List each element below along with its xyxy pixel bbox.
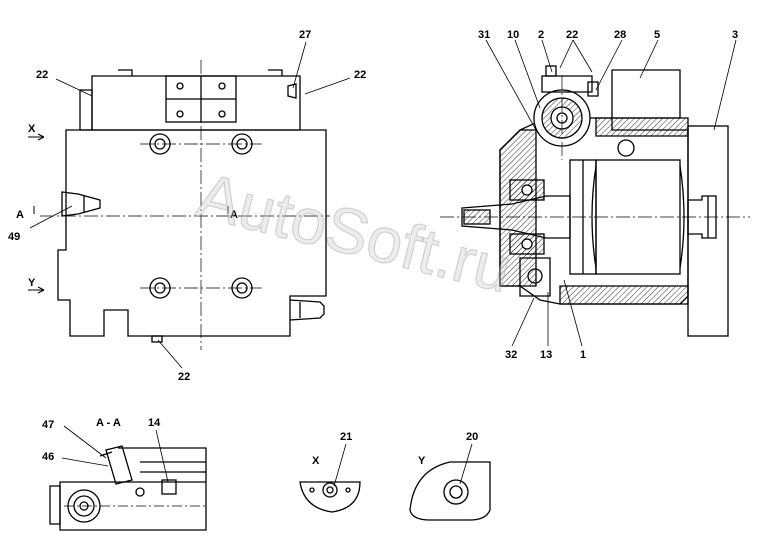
detail-x [299, 443, 361, 513]
callout-right-8: 32 [505, 349, 517, 361]
section-mark-a-right: A [230, 209, 238, 221]
detail-x-title: X [312, 455, 320, 467]
callout-right-4: 22 [566, 29, 578, 41]
callout-right-3: 2 [538, 29, 544, 41]
callout-left-1: 22 [36, 69, 48, 81]
callout-right-6: 5 [654, 29, 660, 41]
view-mark-y: Y [28, 277, 36, 289]
left-view-labels: 22 27 22 49 22 X Y A A [8, 29, 366, 383]
right-view [440, 39, 750, 347]
callout-aa-1: 47 [42, 419, 54, 431]
callout-left-2: 27 [299, 29, 311, 41]
section-mark-a-left: A [16, 209, 24, 221]
callout-right-5: 28 [614, 29, 626, 41]
callout-left-5: 22 [178, 371, 190, 383]
callout-y: 20 [466, 431, 478, 443]
callout-left-3: 22 [354, 69, 366, 81]
left-view [28, 41, 351, 369]
detail-aa-title: A - A [96, 417, 121, 429]
callout-right-1: 31 [478, 29, 490, 41]
detail-y [409, 443, 491, 521]
detail-aa [49, 425, 207, 531]
view-mark-x: X [28, 123, 36, 135]
callout-aa-2: 46 [42, 451, 54, 463]
detail-y-title: Y [418, 455, 426, 467]
callout-right-7: 3 [732, 29, 738, 41]
callout-left-4: 49 [8, 231, 20, 243]
callout-right-9: 13 [540, 349, 552, 361]
detail-labels: A - A 47 46 14 X 21 Y 20 [42, 417, 478, 467]
callout-x: 21 [340, 431, 352, 443]
right-view-labels: 31 10 2 22 28 5 3 32 13 1 [478, 29, 738, 361]
callout-right-2: 10 [507, 29, 519, 41]
callout-right-10: 1 [580, 349, 586, 361]
callout-aa-3: 14 [148, 417, 161, 429]
